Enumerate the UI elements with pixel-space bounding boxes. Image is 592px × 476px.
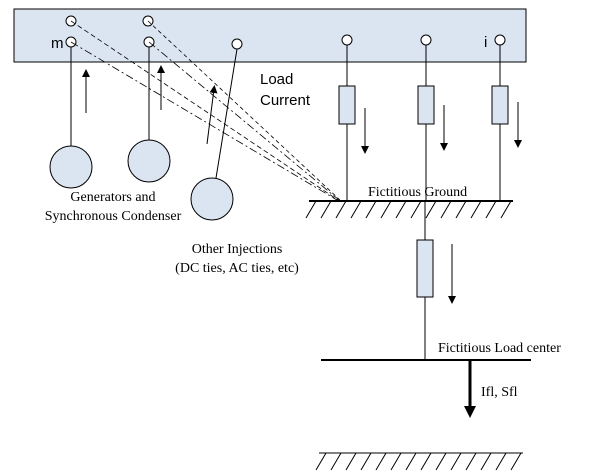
tie-resistor — [416, 239, 434, 298]
load-resistor — [417, 85, 435, 125]
load-resistors — [338, 85, 509, 125]
generator-1 — [49, 145, 93, 189]
fictitious-ground-hatch — [305, 200, 512, 219]
load-current-arrows — [361, 102, 522, 154]
node-i-label: i — [484, 34, 487, 51]
load-resistor — [491, 85, 509, 125]
load-resistor — [338, 85, 356, 125]
ifl-sfl-label: Ifl, Sfl — [481, 385, 518, 400]
bus-node — [341, 34, 353, 46]
generators — [49, 139, 234, 221]
bus-node-i — [494, 34, 506, 46]
generators-label-line2: Synchronous Condenser — [45, 209, 182, 224]
load-branches — [346, 45, 501, 201]
fictitious-load-center-label: Fictitious Load center — [438, 341, 561, 356]
other-injections-label-line2: (DC ties, AC ties, etc) — [175, 261, 299, 276]
dashed-connections — [70, 20, 341, 201]
generators-label-line1: Generators and — [70, 190, 155, 205]
load-current-label-line2: Current — [260, 92, 311, 109]
node-m-label: m — [51, 35, 64, 52]
load-current-label-line1: Load — [260, 71, 293, 88]
fictitious-ground-label: Fictitious Ground — [368, 185, 467, 200]
injection-arrows — [82, 65, 218, 145]
generator-2 — [127, 139, 171, 183]
other-injection — [190, 177, 234, 221]
bus-node — [420, 34, 432, 46]
bus-bar — [13, 8, 527, 63]
generator-lines — [70, 47, 238, 179]
bottom-ground-hatch — [315, 452, 522, 471]
other-injections-label-line1: Other Injections — [192, 242, 283, 257]
bus-node — [231, 38, 243, 50]
